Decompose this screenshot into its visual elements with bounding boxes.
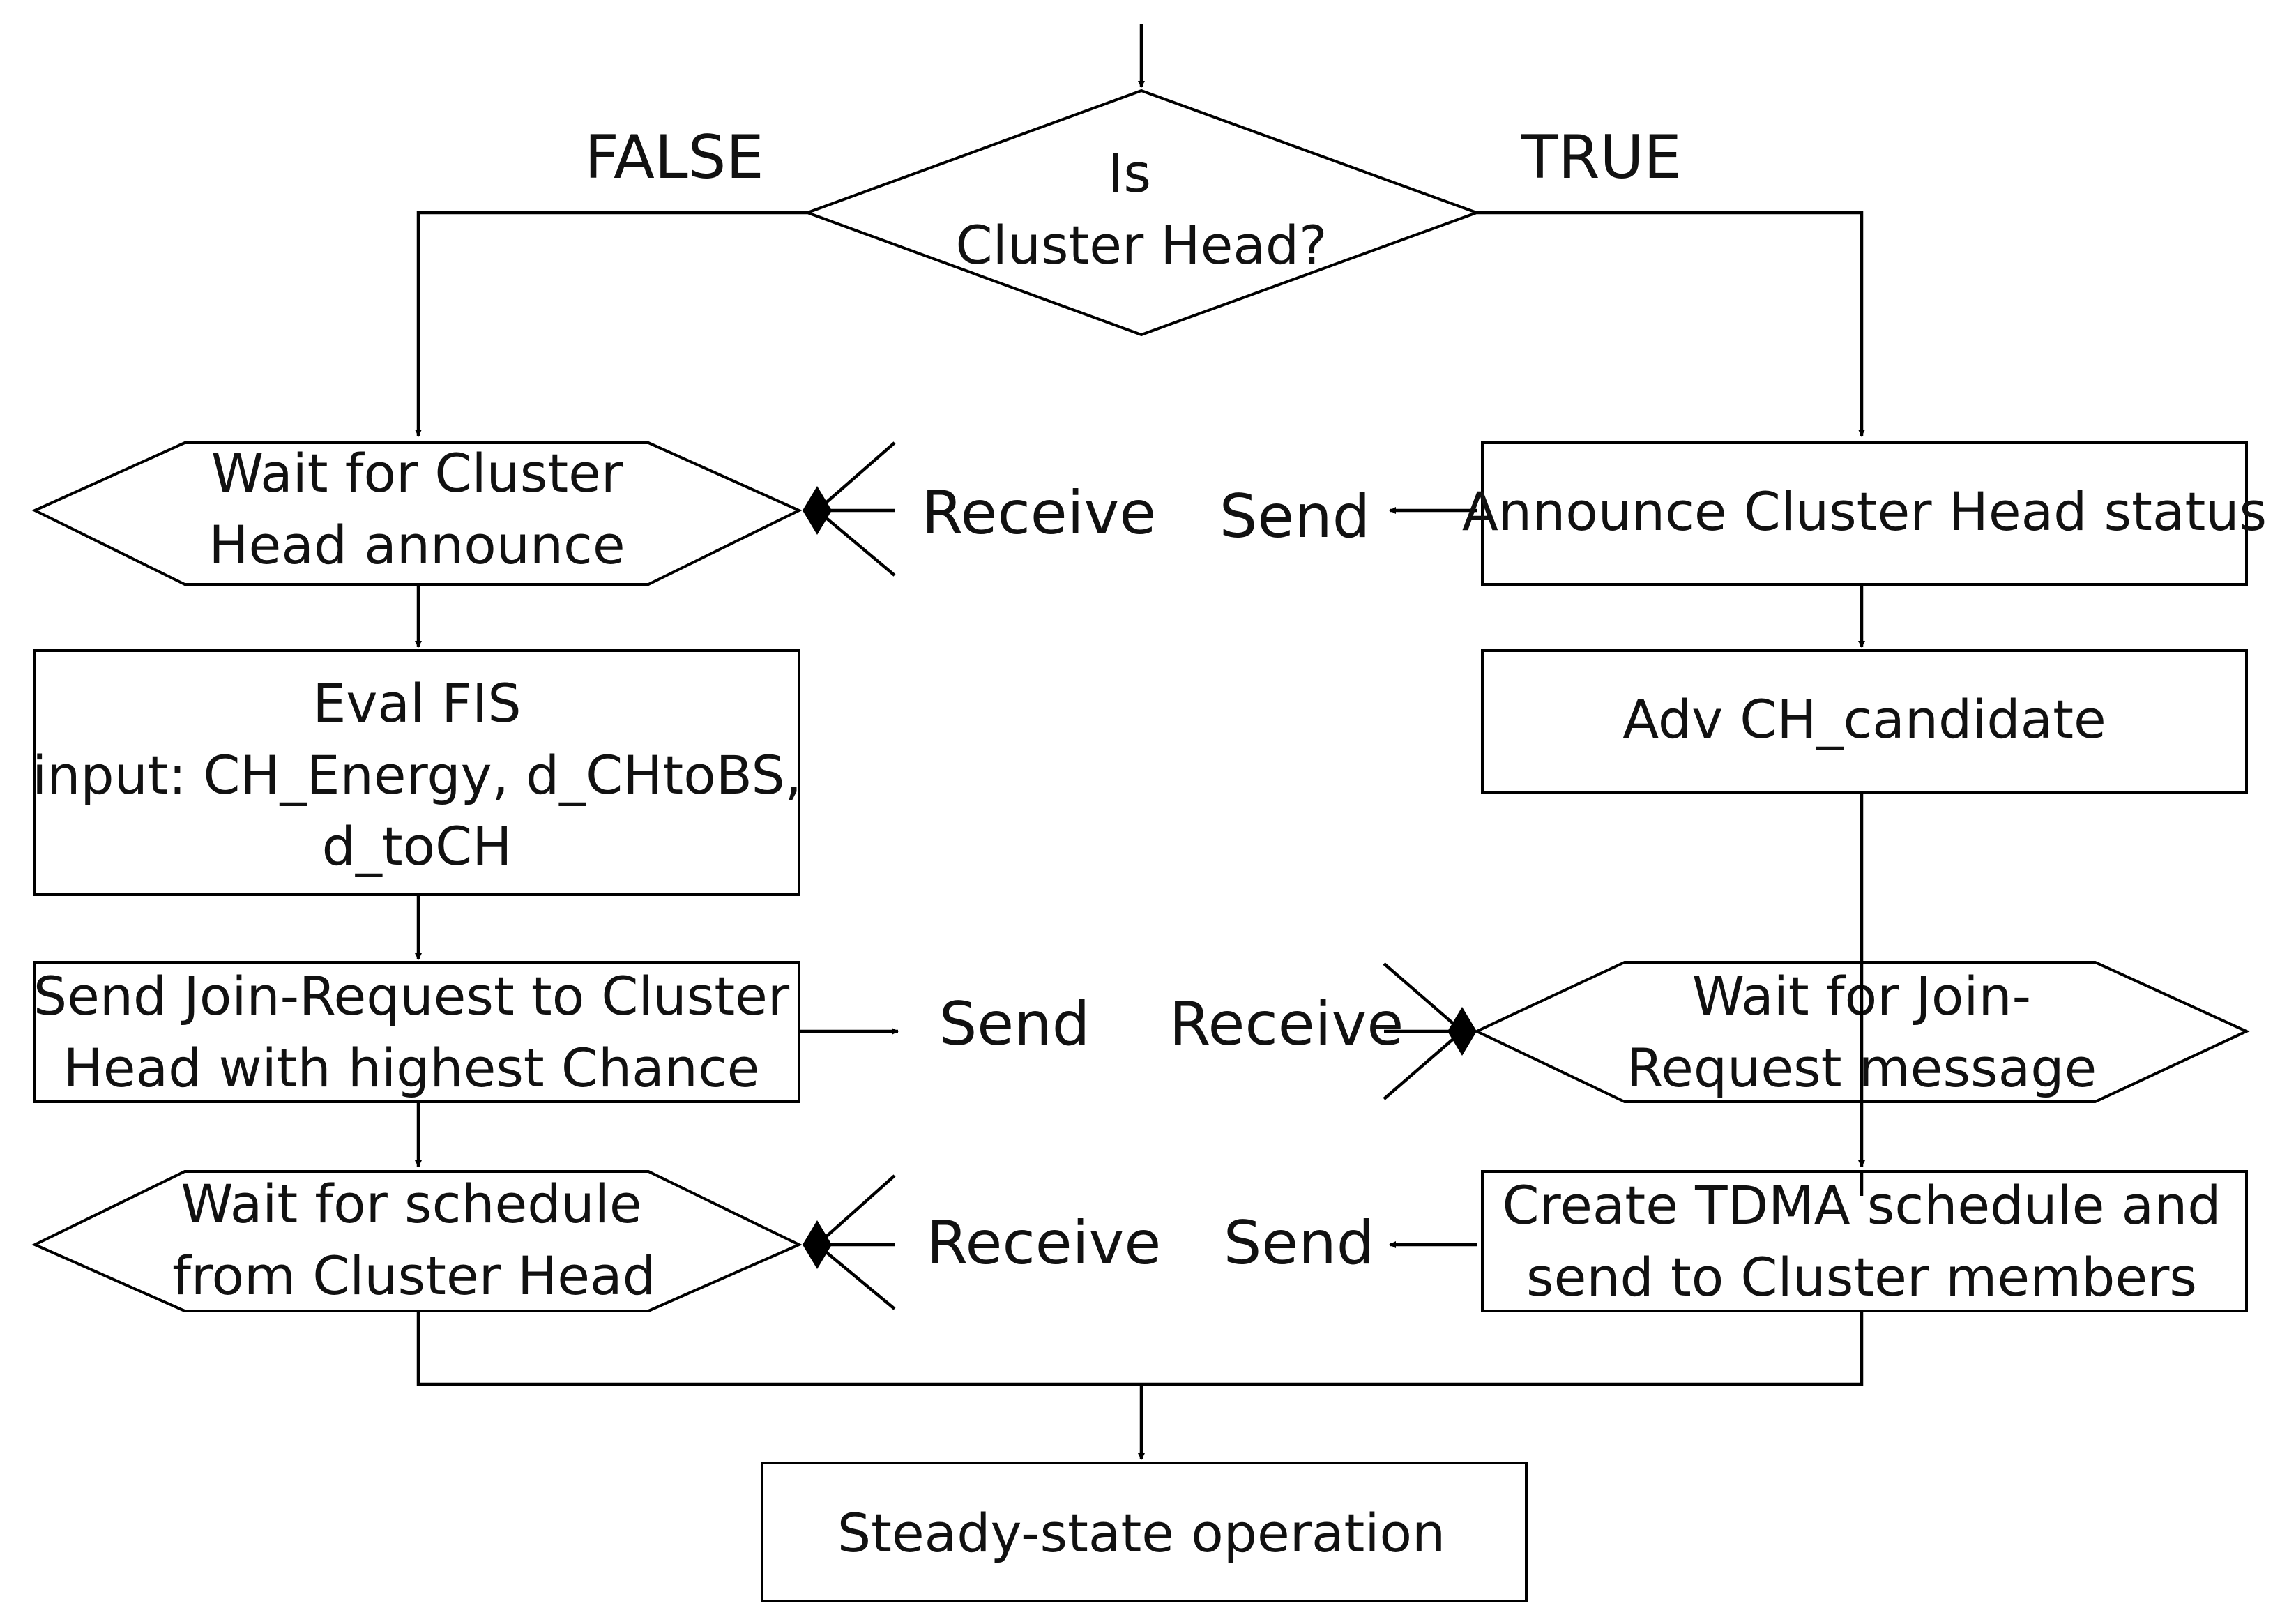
wait-announce-line2: Head announce bbox=[208, 514, 625, 576]
eval-fis-line2: input: CH_Energy, d_CHtoBS, bbox=[32, 744, 802, 806]
announce-cluster-head-status: Announce Cluster Head status bbox=[1462, 441, 2267, 586]
receive-label-row1: Receive bbox=[922, 478, 1157, 548]
send-label-row3: Send bbox=[1224, 1208, 1375, 1278]
send-join-line2: Head with highest Chance bbox=[63, 1037, 760, 1099]
receive-fork-top-row2 bbox=[1383, 962, 1464, 1033]
receive-diamond-row3 bbox=[803, 1220, 832, 1269]
receive-diamond-row1 bbox=[803, 486, 832, 535]
eval-fis-line1: Eval FIS bbox=[312, 672, 521, 734]
receive-fork-bottom-row1 bbox=[816, 509, 896, 577]
wait-schedule-line1: Wait for schedule bbox=[181, 1173, 641, 1235]
send-label-row2: Send bbox=[939, 989, 1090, 1059]
steady-state-operation: Steady-state operation bbox=[761, 1462, 1528, 1602]
receive-fork-top-row1 bbox=[816, 441, 896, 512]
decision-line2: Cluster Head? bbox=[956, 214, 1328, 276]
false-branch-arrow bbox=[415, 211, 807, 437]
create-tdma-line2: send to Cluster members bbox=[1526, 1246, 2197, 1308]
wait-for-schedule: Wait for schedule from Cluster Head bbox=[31, 1170, 803, 1312]
join-line bbox=[416, 1311, 1864, 1386]
send-label-row1: Send bbox=[1219, 482, 1371, 552]
true-branch-label: TRUE bbox=[1521, 123, 1682, 192]
receive-label-row2: Receive bbox=[1169, 989, 1404, 1059]
receive-fork-bottom-row2 bbox=[1383, 1030, 1464, 1100]
final-line1: Steady-state operation bbox=[837, 1502, 1445, 1564]
adv-line1: Adv CH_candidate bbox=[1622, 688, 2106, 750]
adv-ch-candidate: Adv CH_candidate bbox=[1481, 649, 2248, 794]
eval-fis: Eval FIS input: CH_Energy, d_CHtoBS, d_t… bbox=[32, 649, 802, 896]
receive-label-row3: Receive bbox=[927, 1208, 1162, 1278]
announce-line1: Announce Cluster Head status bbox=[1462, 480, 2267, 542]
false-branch-label: FALSE bbox=[584, 123, 763, 192]
decision-is-cluster-head: Is Cluster Head? bbox=[803, 89, 1481, 337]
connectors bbox=[415, 24, 1865, 1460]
send-join-line1: Send Join-Request to Cluster bbox=[33, 965, 790, 1027]
wait-cluster-head-announce: Wait for Cluster Head announce bbox=[31, 441, 803, 586]
receive-fork-top-row3 bbox=[816, 1174, 896, 1246]
wait-announce-line1: Wait for Cluster bbox=[211, 442, 623, 504]
send-join-request: Send Join-Request to Cluster Head with h… bbox=[33, 961, 800, 1103]
receive-fork-bottom-row3 bbox=[816, 1243, 896, 1310]
create-tdma-schedule: Create TDMA schedule and send to Cluster… bbox=[1481, 1170, 2248, 1312]
decision-line1: Is bbox=[1108, 142, 1151, 204]
receive-diamond-row2 bbox=[1447, 1007, 1477, 1056]
true-branch-arrow bbox=[1477, 211, 1865, 437]
eval-fis-line3: d_toCH bbox=[322, 815, 512, 877]
wait-schedule-line2: from Cluster Head bbox=[172, 1245, 656, 1307]
